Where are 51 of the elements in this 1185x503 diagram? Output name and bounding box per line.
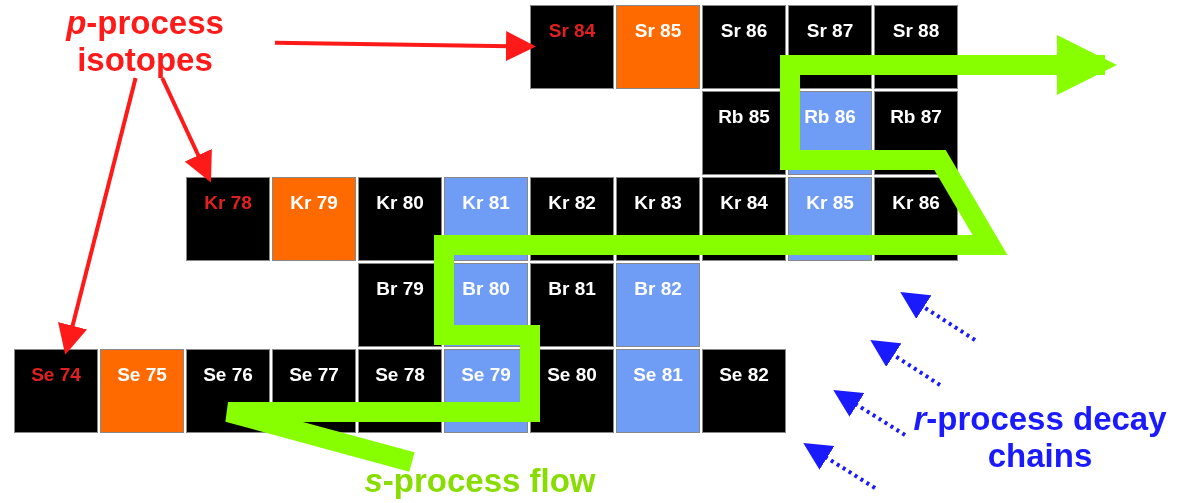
isotope-cell [186, 177, 270, 261]
isotope-cell [358, 263, 442, 347]
isotope-name: Rb 87 [889, 106, 943, 128]
isotope-cell [100, 349, 184, 433]
isotope-name: Se 79 [460, 364, 512, 386]
isotope-name: Kr 81 [461, 192, 511, 214]
isotope-name: Kr 78 [203, 192, 253, 214]
isotope-name: Br 80 [461, 278, 511, 300]
arrow [274, 31, 536, 62]
isotope-cell [702, 91, 786, 175]
process-label: p-process isotopes [15, 4, 275, 78]
isotope-name: Se 76 [202, 364, 254, 386]
isotope-cell [530, 349, 614, 433]
isotope-name: Kr 83 [633, 192, 683, 214]
isotope-name: Br 81 [547, 278, 597, 300]
isotope-name: Se 81 [632, 364, 684, 386]
isotope-name: Kr 85 [805, 192, 855, 214]
isotope-name: Se 77 [288, 364, 340, 386]
isotope-name: Rb 85 [717, 106, 771, 128]
isotope-cell [530, 263, 614, 347]
isotope-name: Se 78 [374, 364, 426, 386]
isotope-name: Se 74 [30, 364, 82, 386]
isotope-name: Se 80 [546, 364, 598, 386]
isotope-cell [530, 5, 614, 89]
isotope-name: Kr 80 [375, 192, 425, 214]
isotope-cell [616, 263, 700, 347]
isotope-cell [358, 177, 442, 261]
isotope-name: Br 82 [633, 278, 683, 300]
isotope-name: Kr 79 [289, 192, 339, 214]
isotope-name: Br 79 [375, 278, 425, 300]
isotope-name: Sr 85 [633, 20, 683, 42]
isotope-cell [702, 349, 786, 433]
arrow [58, 77, 138, 355]
decay-label: r-process decay chains [912, 400, 1168, 474]
flow-label: s-process flow [325, 462, 635, 499]
isotope-cell [14, 349, 98, 433]
arrow [160, 77, 212, 183]
isotope-name: Se 75 [116, 364, 168, 386]
isotope-name: Rb 86 [803, 106, 857, 128]
isotope-cell [616, 349, 700, 433]
isotope-cell [702, 5, 786, 89]
isotope-cell [272, 177, 356, 261]
isotope-cell [616, 5, 700, 89]
isotope-name: Sr 84 [547, 20, 597, 42]
isotope-name: Sr 86 [719, 20, 769, 42]
isotope-name: Sr 88 [891, 20, 941, 42]
isotope-name: Sr 87 [805, 20, 855, 42]
isotope-name: Kr 82 [547, 192, 597, 214]
isotope-name: Kr 86 [891, 192, 941, 214]
isotope-name: Kr 84 [719, 192, 769, 214]
isotope-name: Se 82 [718, 364, 770, 386]
